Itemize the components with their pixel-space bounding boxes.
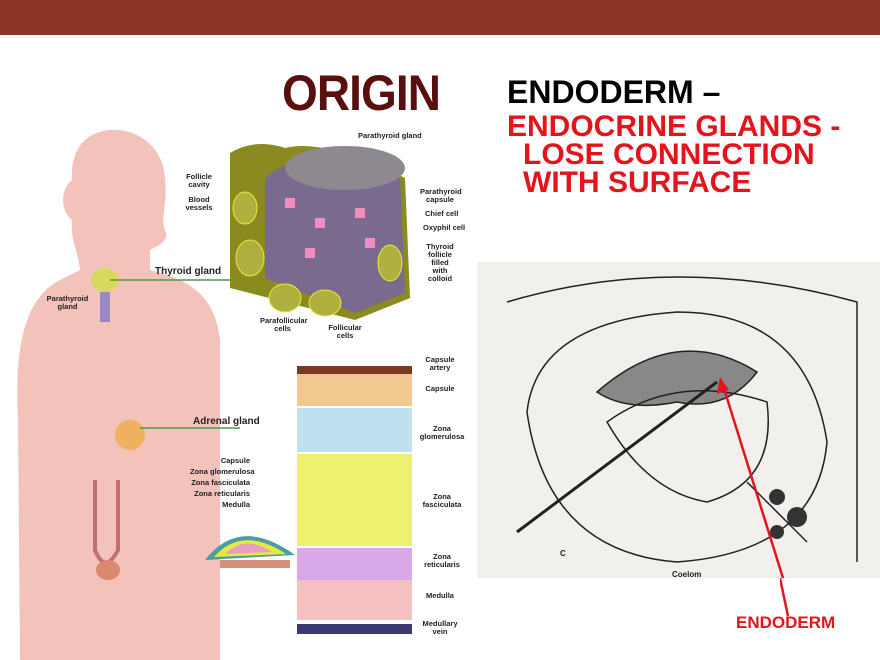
thyroid-label-oxyphil-cell: Oxyphil cell [423,223,466,232]
layer-medullary-vein: Medullary vein [422,619,458,636]
adrenal-small-fasciculata: Zona fasciculata [191,478,250,487]
thyroid-label-follicular-cells: Follicular cells [328,323,362,340]
adrenal-small-labels: Capsule Zona glomerulosa Zona fasciculat… [190,455,255,510]
slide-title: ORIGIN [282,65,441,121]
layer-zona-fasciculata: Zona fasciculata [422,492,462,509]
thyroid-label-thyroid-follicle: Thyroid follicle filled with colloid [426,242,454,283]
embryo-label-coelom: Coelom [672,570,702,579]
adrenal-small-capsule: Capsule [220,456,250,465]
adrenal-small-medulla: Medulla [222,500,250,509]
layer-capsule-artery: Capsule artery [425,355,455,372]
slide-heading: ENDODERM – [507,74,721,110]
subheading-line-1: ENDOCRINE GLANDS - [507,110,841,143]
layer-zona-glomerulosa: Zona glomerulosa [419,424,465,441]
thyroid-parathyroid-diagram [230,144,410,320]
layer-zona-reticularis: Zona reticularis [424,552,460,569]
layer-capsule: Capsule [425,384,455,393]
thyroid-label-parafollicular-cells: Parafollicular cells [260,316,308,333]
adrenal-small-glomerulosa: Zona glomerulosa [190,467,255,476]
subheading-line-2: LOSE CONNECTION [523,138,815,171]
thyroid-label-follicle-cavity: Follicle cavity [186,172,212,189]
thyroid-label-chief-cell: Chief cell [425,209,459,218]
layer-medulla: Medulla [426,591,454,600]
endoderm-label: ENDODERM [736,613,836,632]
thyroid-label-blood-vessels: Blood vessels [185,195,213,212]
parathyroid-gland-label: Parathyroid gland [46,294,89,311]
top-bar [0,0,880,35]
human-body-figure [17,129,240,660]
subheading-line-3: WITH SURFACE [523,166,752,199]
endoderm-pointer-line [780,578,790,617]
adrenal-layers-diagram [297,366,412,634]
adrenal-gland-label: Adrenal gland [193,416,260,427]
embryo-sagittal-diagram [477,262,880,578]
thyroid-label-parathyroid-capsule: Parathyroid capsule [420,187,462,204]
thyroid-gland-label: Thyroid gland [155,266,222,277]
adrenal-small-reticularis: Zona reticularis [194,489,250,498]
adrenal-cross-section [205,536,295,568]
embryo-label-c: C [560,549,566,558]
thyroid-label-parathyroid-gland: Parathyroid gland [358,131,422,140]
